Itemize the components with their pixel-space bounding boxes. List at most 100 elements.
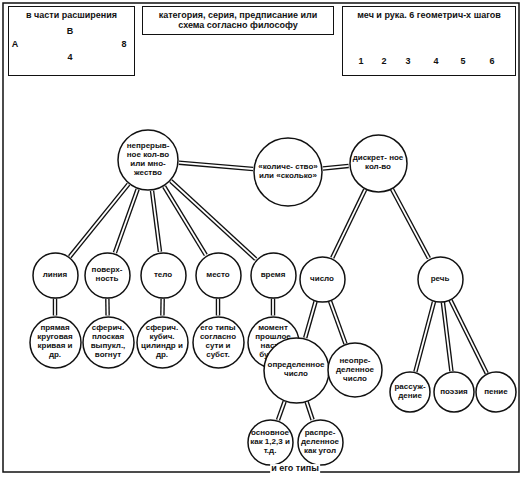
connector-outer [330, 301, 345, 344]
connector-outer [271, 299, 276, 316]
double-connector [115, 189, 138, 253]
category-circle: «количе- ство» или «сколько» [253, 137, 323, 207]
double-connector [450, 300, 486, 373]
circle-label: время [253, 271, 293, 280]
circle-label: основное как 1,2,3 и т.д. [250, 429, 290, 456]
connector-inner [179, 163, 253, 169]
point-letter: В [66, 27, 75, 37]
double-connector [162, 298, 163, 315]
text-wrap: основное как 1,2,3 и т.д. [250, 429, 290, 456]
category-circle: место [195, 252, 242, 299]
category-circle: число [299, 256, 346, 303]
circle-shape [141, 253, 186, 298]
category-circle: тело [140, 252, 187, 299]
note-box: в части расширения [8, 6, 135, 76]
circle-label: дискрет- ное кол-во [353, 154, 404, 172]
connector-outer [216, 299, 221, 316]
category-circle: речь [417, 256, 464, 303]
double-connector [107, 298, 108, 315]
circle-shape [83, 317, 134, 368]
double-connector [218, 299, 219, 316]
text-wrap: сферич. плоская выпукл., вогнут [85, 324, 131, 360]
circle-shape [196, 253, 241, 298]
circle-shape [298, 420, 343, 465]
circle-label: поверх- ность [87, 266, 127, 284]
text-wrap: непрерыв- ное кол-во или мно- жество [121, 142, 174, 178]
circle-label: его типы согласно сути и субст. [195, 324, 241, 360]
connector-inner [307, 402, 313, 420]
category-circle: неопре- деленное число [327, 342, 383, 398]
double-connector [171, 181, 256, 259]
circle-label: речь [420, 275, 460, 284]
double-connector [332, 190, 365, 258]
double-connector [305, 302, 315, 338]
double-connector [323, 166, 349, 169]
step-number: 4 [432, 57, 439, 67]
circle-label: рассуж- дение [392, 383, 428, 401]
step-number: 3 [404, 57, 411, 67]
circle-shape [30, 317, 81, 368]
double-connector [392, 189, 429, 258]
connector-inner [330, 301, 345, 344]
circle-shape [248, 420, 293, 465]
text-wrap: прямая круговая кривая и др. [32, 324, 78, 360]
category-circle: непрерыв- ное кол-во или мно- жество [117, 129, 179, 191]
connector-outer [171, 181, 256, 259]
circle-shape [390, 372, 430, 412]
connector-outer [160, 298, 165, 315]
connector-inner [323, 166, 349, 169]
box-title: категория, серия, предписание или схема … [148, 10, 328, 31]
category-circle: дискрет- ное кол-во [349, 134, 408, 193]
note-text: и его типы [270, 464, 320, 474]
circle-shape [33, 253, 78, 298]
circle-shape [476, 372, 516, 412]
connector-inner [161, 298, 163, 315]
connector-inner [217, 299, 219, 316]
text-wrap: место [198, 271, 238, 280]
scale-number: 4 [66, 53, 73, 63]
circle-label: прямая круговая кривая и др. [32, 324, 78, 360]
text-wrap: речь [420, 275, 460, 284]
text-wrap: распре- деленное как угол [300, 429, 340, 456]
circle-shape [137, 317, 188, 368]
circle-shape [418, 257, 463, 302]
connector-outer [443, 302, 452, 371]
category-circle: пение [475, 371, 517, 413]
text-wrap: поэзия [436, 388, 472, 397]
circle-label: число [302, 275, 342, 284]
category-circle: сферич. плоская выпукл., вогнут [82, 316, 135, 369]
connector-inner [272, 299, 274, 316]
circle-label: распре- деленное как угол [300, 429, 340, 456]
circle-shape [434, 372, 474, 412]
circle-shape [350, 135, 407, 192]
text-wrap: тело [143, 271, 183, 280]
connector-inner [115, 189, 138, 253]
circle-label: сферич. кубич. цилиндр и др. [139, 324, 185, 360]
connector-outer [105, 298, 110, 315]
category-circle: линия [32, 252, 79, 299]
connector-outer [332, 190, 365, 258]
text-wrap: линия [35, 271, 75, 280]
circle-shape [328, 343, 382, 397]
category-circle: определенное число [263, 337, 330, 404]
text-wrap: определенное число [267, 361, 325, 379]
category-circle: сферич. кубич. цилиндр и др. [136, 316, 189, 369]
circle-shape [85, 253, 130, 298]
connector-outer [305, 302, 315, 338]
connector-inner [332, 190, 365, 258]
connector-inner [392, 189, 429, 258]
connector-inner [450, 300, 486, 373]
connector-inner [152, 191, 160, 252]
text-wrap: неопре- деленное число [331, 357, 379, 384]
connector-inner [278, 402, 285, 420]
outer-frame [3, 3, 519, 472]
box-title: в части расширения [14, 10, 129, 20]
category-circle: его типы согласно сути и субст. [192, 316, 245, 369]
connector-inner [54, 299, 56, 316]
category-circle: основное как 1,2,3 и т.д. [247, 419, 294, 466]
circle-label: поэзия [436, 388, 472, 397]
connector-inner [443, 302, 452, 371]
double-connector [330, 301, 345, 344]
circle-shape [264, 338, 329, 403]
